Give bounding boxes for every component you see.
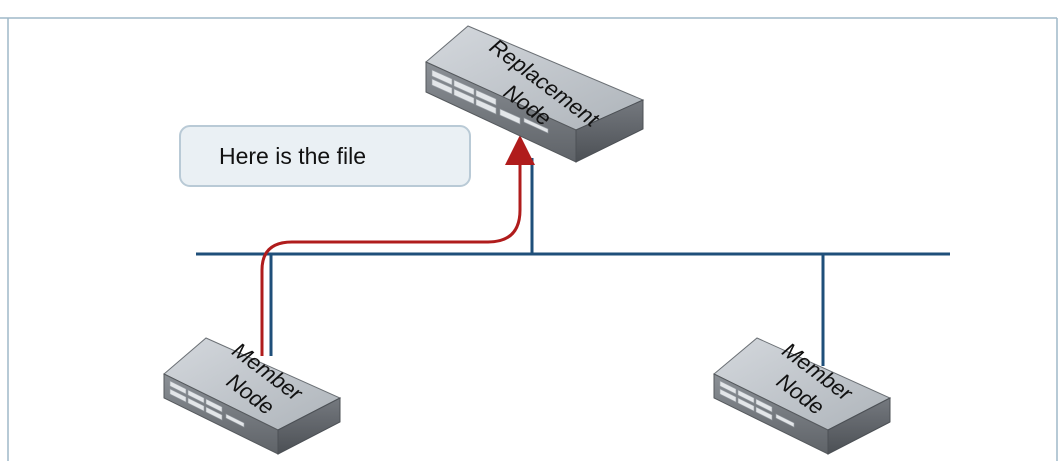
switch-ports (169, 380, 245, 428)
callout-text: Here is the file (219, 143, 366, 169)
network-bus (196, 158, 950, 366)
switch-side (827, 397, 891, 455)
switch-side (277, 397, 341, 455)
member-node-left: Member Node (163, 337, 342, 455)
member-node-right: Member Node (713, 337, 892, 455)
figure-frame (0, 17, 1058, 461)
file-transfer-arrow (260, 135, 535, 356)
replacement-node: Replacement Node (425, 25, 645, 163)
switch-ports (431, 69, 549, 134)
switch-side (575, 99, 644, 163)
switch-ports (719, 380, 795, 428)
callout-box: Here is the file (179, 125, 471, 187)
